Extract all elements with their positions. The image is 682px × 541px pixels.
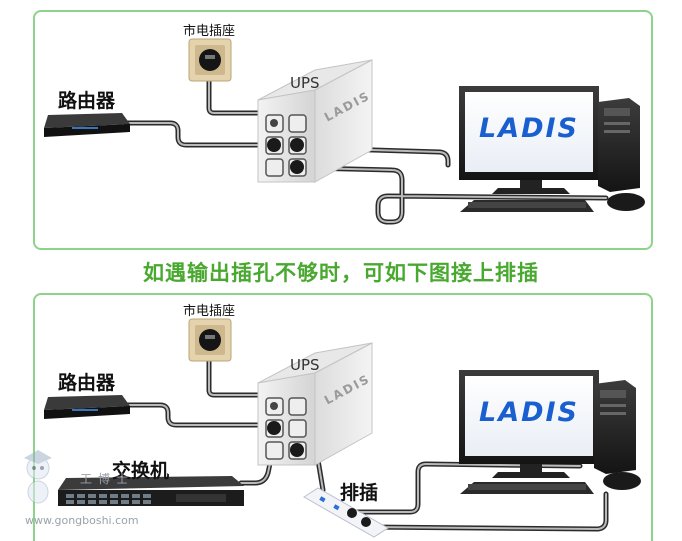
- ups-label: UPS: [290, 74, 320, 92]
- monitor-brand-logo: LADIS: [470, 113, 588, 144]
- router-label: 路由器: [58, 86, 115, 113]
- power-strip-label: 排插: [340, 478, 378, 505]
- wall-outlet-label: 市电插座: [183, 300, 235, 319]
- router-label: 路由器: [58, 368, 115, 395]
- ups-label: UPS: [290, 356, 320, 374]
- watermark-url: www.gongboshi.com: [25, 514, 139, 527]
- monitor-brand-logo: LADIS: [470, 397, 588, 428]
- router-icon: [44, 395, 130, 419]
- wall-outlet-label: 市电插座: [183, 20, 235, 39]
- wall-outlet-icon: [189, 39, 231, 81]
- router-icon: [44, 113, 130, 137]
- keyboard-icon: [460, 200, 594, 212]
- wall-outlet-icon: [189, 319, 231, 361]
- caption-text: 如遇输出插孔不够时，可如下图接上排插: [0, 257, 682, 287]
- mouse-icon: [607, 193, 645, 211]
- pc-tower-icon: [598, 98, 640, 192]
- mascot-watermark-icon: [24, 450, 52, 503]
- keyboard-icon: [460, 482, 594, 494]
- watermark-logo-text: 工博士: [80, 470, 134, 487]
- mouse-icon: [603, 472, 641, 490]
- pc-tower-icon: [594, 380, 636, 474]
